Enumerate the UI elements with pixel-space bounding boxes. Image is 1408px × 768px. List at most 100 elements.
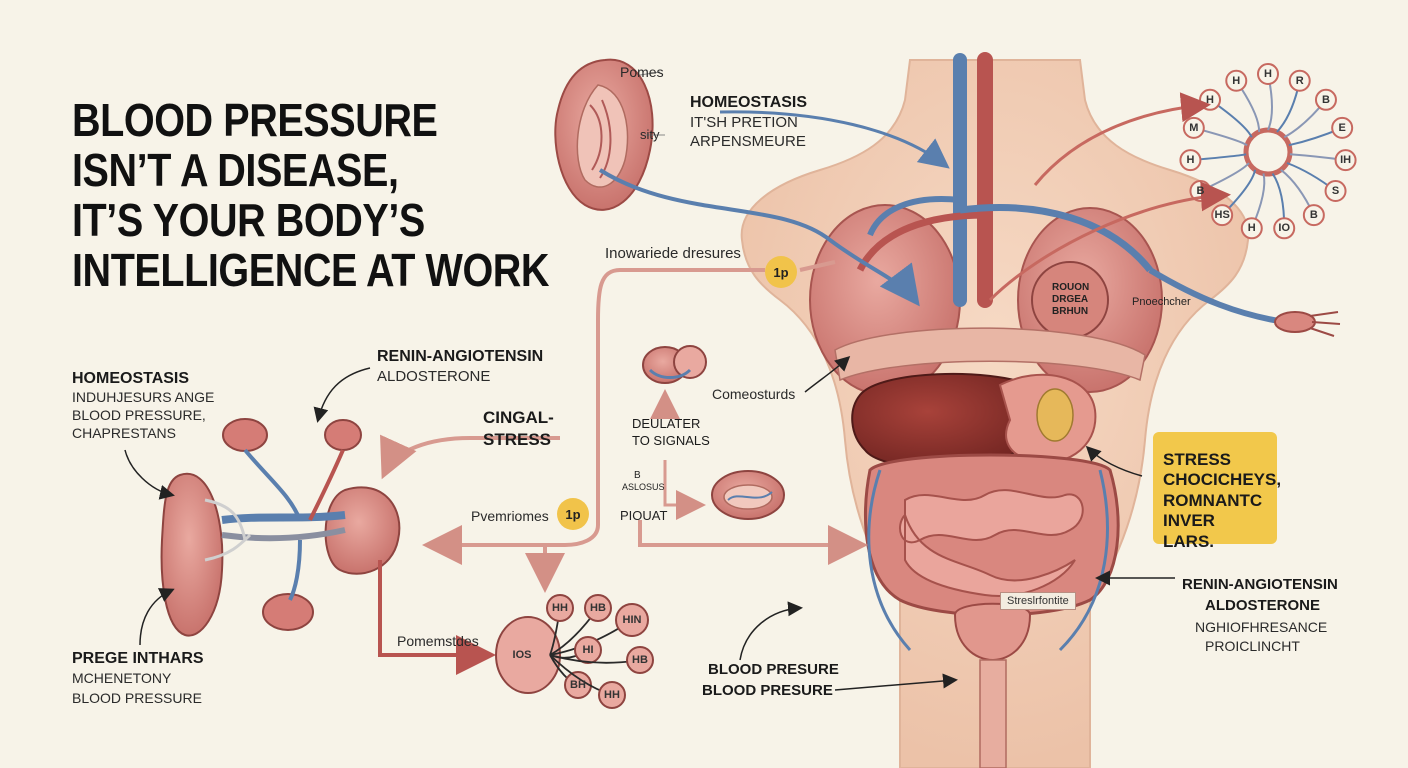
network-node: [1225, 69, 1248, 92]
network-center: [495, 616, 561, 694]
adrenal-left: [222, 418, 268, 452]
vessel-end-organ: [1274, 311, 1341, 337]
network-node: [615, 603, 649, 637]
label-aldosterone-left: ALDOSTERONE: [377, 368, 491, 385]
label-homeostasis-left: HOMEOSTASIS: [72, 370, 190, 387]
network-node: [584, 594, 612, 622]
title-line-4: INTELLIGENCE AT WORK: [72, 244, 550, 296]
label-sity: sity: [640, 127, 660, 142]
network-node-label: HH: [552, 602, 568, 614]
label-pomemstdes: Pomemstdes: [397, 633, 479, 649]
arrow-homeostasis-to-torso: [719, 110, 950, 169]
stress-box-line-4: INVER LARS.: [1163, 511, 1215, 551]
side-vessel-left: [867, 469, 912, 652]
network-hub: [1243, 127, 1293, 177]
arrow-blood-presure-2: [834, 673, 958, 691]
badge-1p-mid: 1p: [557, 498, 589, 530]
gallbladder: [1036, 388, 1074, 442]
label-comeosturds: Comeosturds: [712, 386, 796, 402]
side-vessel-right: [1058, 469, 1109, 652]
arrow-pomemstdes: [378, 560, 496, 675]
arrow-kidney-to-torso: [598, 168, 920, 307]
label-renin-left: RENIN-ANGIOTENSIN: [377, 348, 544, 365]
label-blood-presure-1: BLOOD PRESURE: [708, 661, 839, 678]
network-node-label: H: [1264, 68, 1272, 80]
diaphragm: [834, 327, 1146, 382]
label-nghiofhresance: NGHIOFHRESANCE: [1195, 619, 1328, 635]
label-drgea: DRGEA: [1052, 294, 1089, 305]
arrow-prege: [139, 588, 175, 646]
network-node: [574, 636, 602, 664]
label-deulater: DEULATER: [632, 416, 701, 431]
network-node-label: HS: [1214, 209, 1230, 222]
label-homeostasis-left-2: INDUHJESURS ANGE: [72, 389, 215, 405]
label-renin-right: RENIN-ANGIOTENSIN: [1182, 576, 1338, 593]
network-node-label: M: [1189, 121, 1199, 134]
network-node: [598, 681, 626, 709]
network-node: [1179, 149, 1202, 172]
right-vein-branch: [959, 204, 1153, 273]
network-node-label: H: [1206, 93, 1215, 106]
network-node-label: B: [1321, 93, 1330, 106]
label-homeostasis-left-3: BLOOD PRESSURE,: [72, 407, 206, 423]
network-center-label: IOS: [512, 649, 532, 661]
left-kidney-system: [160, 418, 401, 637]
label-pomes: Pomes: [620, 64, 664, 80]
network-node-label: HB: [632, 654, 648, 666]
title-line-2: ISN’T A DISEASE,: [72, 144, 399, 196]
label-stress-mid: STRESS: [483, 430, 552, 449]
network-node: [1240, 217, 1263, 240]
arrow-cingal-to-kidneys: [380, 434, 560, 480]
network-node-label: E: [1338, 121, 1346, 134]
bladder-small: [262, 593, 314, 631]
network-node-label: HIN: [622, 614, 642, 626]
network-node-label: B: [1196, 185, 1205, 197]
torso-illustration: [740, 52, 1286, 768]
label-mchenetony: MCHENETONY: [72, 670, 172, 686]
badge-1p-top: 1p: [765, 256, 797, 288]
arrow-inowariede-loop: [422, 268, 765, 565]
urethra: [979, 659, 1007, 768]
network-node-label: R: [1295, 74, 1304, 87]
stress-callout-box: STRESS CHOCICHEYS, ROMNANTC INVER LARS.: [1153, 432, 1282, 551]
arrow-torso-to-network-mid: [988, 181, 1231, 302]
adrenal-right: [324, 419, 362, 451]
label-inowariede: Inowariede dresures: [605, 245, 741, 262]
network-node: [1273, 217, 1296, 240]
arrow-badge-to-torso: [799, 260, 836, 272]
stress-box-line-2: CHOCICHEYS,: [1163, 470, 1282, 490]
network-node-label: H: [1247, 222, 1256, 235]
arrow-torso-to-network-top: [1033, 92, 1211, 186]
bladder: [953, 602, 1032, 662]
label-homeostasis-left-4: CHAPRESTANS: [72, 425, 176, 441]
label-pnoechcher: Pnoechcher: [1132, 296, 1191, 308]
network-node: [546, 594, 574, 622]
left-vein-branch: [867, 196, 961, 237]
label-cingal: CINGAL-: [483, 408, 554, 427]
network-node-label: HH: [604, 689, 620, 701]
network-node: [1288, 69, 1311, 92]
network-node-label: HI: [582, 644, 594, 656]
network-node: [1302, 204, 1325, 227]
title-line-1: BLOOD PRESSURE: [72, 94, 438, 146]
label-brhun: BRHUN: [1052, 306, 1089, 317]
network-node: [1331, 116, 1354, 139]
label-blood-pressure-left: BLOOD PRESSURE: [72, 690, 202, 706]
arrow-blood-presure-1: [739, 601, 803, 661]
stress-box-line-1: STRESS: [1163, 450, 1232, 469]
arrow-deulater-down: [663, 460, 706, 520]
right-arm-vessel: [1148, 267, 1286, 325]
arrow-piouat-to-torso: [638, 520, 868, 565]
label-aslosus: ASLOSUS: [622, 482, 665, 492]
stress-box-line-3: ROMNANTC: [1163, 490, 1263, 510]
arrow-homeostasis-left: [124, 449, 175, 500]
network-node-label: H: [1186, 154, 1195, 167]
bottom-network: [495, 594, 654, 709]
label-streslrfontite: Streslrfontite: [1000, 592, 1076, 610]
network-node-label: IH: [1340, 154, 1352, 167]
network-node: [1334, 149, 1357, 172]
label-homeostasis-top-3: ARPENSMEURE: [690, 133, 806, 150]
label-aldosterone-right: ALDOSTERONE: [1205, 597, 1321, 614]
small-organ-top: [642, 345, 707, 384]
